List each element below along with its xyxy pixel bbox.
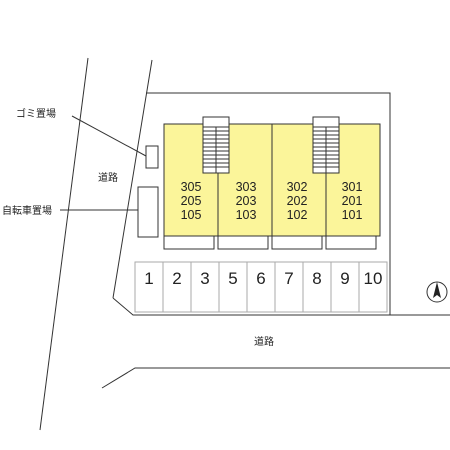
unit-number: 305 [181,180,202,194]
parking-number: 9 [340,269,349,288]
garbage-leader-line [71,115,147,157]
balcony [217,235,269,250]
garbage-area-label: ゴミ置場 [16,107,56,120]
parking-number: 3 [200,269,209,288]
bicycle-parking-label: 自転車置場 [2,204,52,217]
balcony [163,235,215,250]
balcony [325,235,377,250]
unit-number: 202 [287,194,308,208]
staircase-west [202,116,230,174]
parking-space [218,261,248,313]
stair-landing [202,116,230,128]
unit-number: 203 [236,194,257,208]
unit-number: 205 [181,194,202,208]
balcony [271,235,323,250]
bottom-road-label: 道路 [254,335,274,348]
parking-space [330,261,360,313]
stair-landing [312,116,340,128]
parking-area: 1 2 3 5 6 7 8 9 10 [134,261,388,313]
balcony-row [163,235,377,250]
parking-space [134,261,164,313]
parking-space [274,261,304,313]
parking-space [358,261,388,313]
parking-space [190,261,220,313]
left-road-edge-inner [112,59,153,299]
garbage-area [145,145,159,169]
unit-number: 102 [287,208,308,222]
parking-number: 7 [284,269,293,288]
unit-number: 302 [287,180,308,194]
unit-number: 103 [236,208,257,222]
parking-space [302,261,332,313]
unit-number: 301 [342,180,363,194]
bicycle-parking-area [137,186,159,238]
unit-number: 201 [342,194,363,208]
parking-space [246,261,276,313]
left-road-label: 道路 [98,171,118,184]
parking-number: 10 [364,269,383,288]
unit-number: 105 [181,208,202,222]
unit-number: 101 [342,208,363,222]
parking-space [162,261,192,313]
north-arrow-icon [426,281,448,303]
unit-number: 303 [236,180,257,194]
parking-number: 8 [312,269,321,288]
unit-labels: 305 205 105 303 203 103 302 202 102 301 … [181,180,363,222]
parking-number: 2 [172,269,181,288]
staircase-east [312,116,340,174]
parking-number: 1 [144,269,153,288]
parking-number: 5 [228,269,237,288]
bottom-road-edge [101,367,450,389]
parking-number: 6 [256,269,265,288]
